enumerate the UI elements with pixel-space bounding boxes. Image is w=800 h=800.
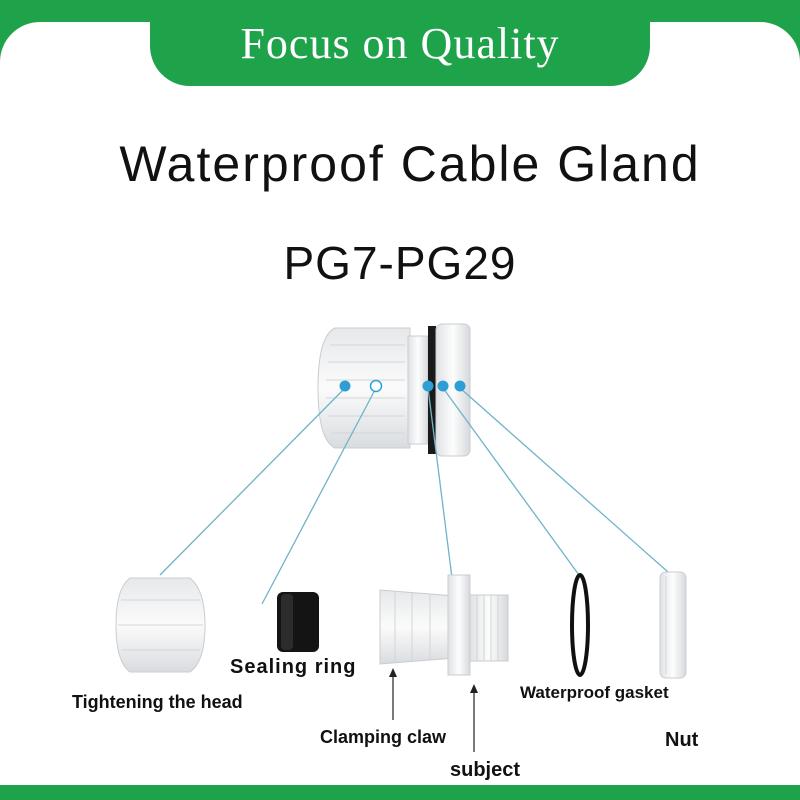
body-part [379, 574, 509, 676]
label-nut: Nut [665, 729, 699, 751]
sealing-ring-part [277, 592, 319, 652]
label-waterproof-gasket: Waterproof gasket [520, 683, 669, 702]
label-clamping-claw: Clamping claw [320, 727, 447, 747]
arrows [389, 668, 478, 752]
label-tightening-head: Tightening the head [72, 692, 243, 712]
callout-dots [339, 379, 466, 393]
assembled-gland [317, 323, 471, 457]
model-range: PG7-PG29 [283, 237, 517, 289]
callout-lines [159, 387, 669, 605]
bottom-green-strip [0, 785, 800, 800]
label-sealing-ring: Sealing ring [230, 656, 357, 678]
quality-banner: Focus on Quality [150, 0, 650, 86]
banner-text: Focus on Quality [240, 18, 560, 68]
product-title: Waterproof Cable Gland [119, 136, 701, 192]
nut-part [659, 571, 687, 679]
label-subject: subject [450, 759, 521, 781]
waterproof-gasket-part [570, 573, 590, 677]
tightening-head-part [115, 577, 206, 673]
